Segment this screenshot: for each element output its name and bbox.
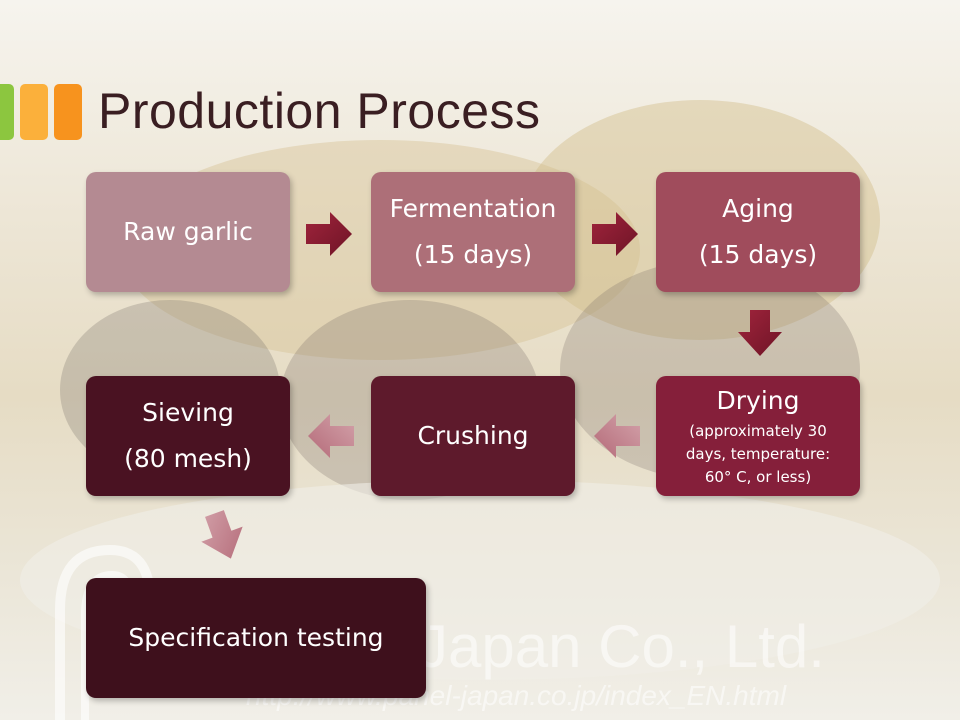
step-label: Drying xyxy=(716,385,800,415)
step-label: Raw garlic xyxy=(123,217,253,246)
step-label: Fermentation xyxy=(389,194,557,223)
step-crushing: Crushing xyxy=(371,376,575,496)
step-sieving: Sieving (80 mesh) xyxy=(86,376,290,496)
step-duration: (15 days) xyxy=(698,240,818,269)
slide-title: Production Process xyxy=(98,83,541,139)
step-label: Sieving xyxy=(142,398,234,427)
step-detail: (approximately 30 days, temperature: 60°… xyxy=(685,421,831,486)
step-label: Specification testing xyxy=(128,623,384,652)
step-label: Aging xyxy=(722,194,794,223)
accent-bar-orange xyxy=(54,84,82,140)
step-drying: Drying (approximately 30 days, temperatu… xyxy=(656,376,860,496)
arrow-right-icon xyxy=(306,212,352,256)
step-raw-garlic: Raw garlic xyxy=(86,172,290,292)
arrow-left-icon xyxy=(594,414,640,458)
step-aging: Aging (15 days) xyxy=(656,172,860,292)
step-fermentation: Fermentation (15 days) xyxy=(371,172,575,292)
step-duration: (80 mesh) xyxy=(124,444,252,473)
step-specification-testing: Specification testing xyxy=(86,578,426,698)
step-duration: (15 days) xyxy=(413,240,533,269)
arrow-down-icon xyxy=(738,310,782,356)
arrow-down-icon xyxy=(201,510,243,559)
watermark-company: Japan Co., Ltd. xyxy=(418,613,825,680)
accent-bar-green xyxy=(0,84,14,140)
accent-bar-yellow xyxy=(20,84,48,140)
arrow-right-icon xyxy=(592,212,638,256)
arrow-left-icon xyxy=(308,414,354,458)
step-label: Crushing xyxy=(417,421,529,450)
